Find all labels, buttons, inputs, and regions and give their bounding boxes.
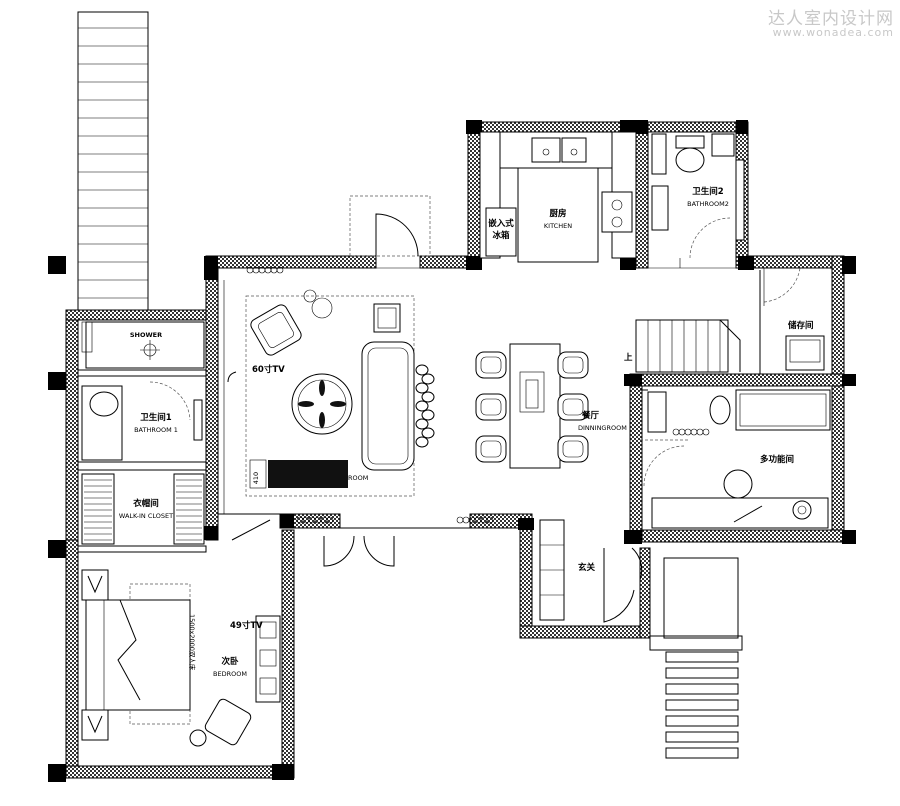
- cushion: [421, 373, 435, 385]
- shower-label: SHOWER: [130, 331, 162, 339]
- bed-size-label: 1500x2000双人床: [188, 614, 197, 671]
- pebble-cushions: [415, 364, 435, 448]
- coffee-table: [291, 373, 353, 435]
- dining-label: 餐厅: [581, 410, 600, 421]
- cushion: [421, 427, 435, 439]
- dining-chair: [557, 351, 589, 379]
- bathroom2-label-en: BATHROOM2: [687, 200, 729, 208]
- radiator-fin: [672, 428, 680, 436]
- cushion: [415, 436, 429, 448]
- closet-label-en: WALK-IN CLOSET: [119, 512, 173, 520]
- living-room-label: ROOM: [348, 474, 368, 482]
- bedroom: 49寸TV 1500x2000双人床 次卧 BEDROOM: [81, 569, 281, 747]
- kitchen-label-en: KITCHEN: [544, 222, 572, 230]
- radiator-fin: [702, 428, 710, 436]
- watermark-url: www.wonadea.com: [772, 26, 894, 39]
- radiator-fin: [276, 266, 284, 274]
- sofa-icon: [361, 341, 415, 471]
- chair-seat: [562, 356, 584, 374]
- radiator-fin: [678, 428, 686, 436]
- living-room: 410 ROOM 60寸TV: [227, 289, 435, 497]
- interior-partitions: [77, 258, 761, 553]
- cushion: [421, 391, 435, 403]
- exterior-walls: [65, 121, 845, 779]
- storage-room: 储存间: [763, 267, 825, 371]
- stair-step: [665, 683, 739, 695]
- cushion: [415, 400, 429, 412]
- radiator-fin: [326, 516, 334, 524]
- living-south-door: [323, 535, 395, 567]
- shower: SHOWER: [81, 321, 205, 369]
- stair-step: [665, 731, 739, 743]
- bathroom2-label: 卫生间2: [692, 186, 724, 197]
- tv60-label: 60寸TV: [252, 364, 285, 375]
- dining-chair: [475, 393, 507, 421]
- chair-seat: [480, 356, 502, 374]
- watermark-text: 达人室内设计网: [768, 9, 894, 29]
- dining-chair: [557, 435, 589, 463]
- radiator-fin: [696, 428, 704, 436]
- stair-step: [665, 699, 739, 711]
- storage-label: 储存间: [787, 320, 814, 331]
- bedroom-door: [231, 519, 271, 541]
- interior-stairs: 上: [624, 319, 741, 373]
- north-door: [349, 195, 431, 257]
- multifunction-room: 多功能间: [640, 389, 831, 529]
- dim-410: 410: [252, 472, 260, 484]
- entry-foyer: 玄关: [539, 519, 643, 623]
- tv49-label: 49寸TV: [230, 620, 263, 631]
- chair-seat: [480, 398, 502, 416]
- bathroom-1: 卫生间1 BATHROOM 1: [81, 381, 203, 461]
- stair-step: [665, 667, 739, 679]
- stair-up-label: 上: [624, 352, 633, 363]
- walk-in-closet: 衣帽间 WALK-IN CLOSET: [81, 473, 205, 545]
- dining-chair: [475, 435, 507, 463]
- dining-chair: [557, 393, 589, 421]
- fridge-label: 嵌入式: [488, 218, 514, 229]
- south-porch: [649, 557, 743, 759]
- radiators: [246, 266, 710, 524]
- bathroom1-label: 卫生间1: [140, 412, 172, 423]
- dining-label-en: DINNINGROOM: [578, 424, 627, 432]
- entry-label: 玄关: [578, 562, 596, 573]
- radiator-fin: [456, 516, 464, 524]
- bedroom-label: 次卧: [221, 656, 239, 667]
- bathroom1-label-en: BATHROOM 1: [134, 426, 178, 434]
- radiator-fin: [486, 516, 494, 524]
- cushion: [415, 418, 429, 430]
- tv-cabinet: [249, 459, 348, 489]
- structural-columns: [48, 120, 856, 782]
- armchair-icon: [250, 304, 302, 356]
- dining-chair: [475, 351, 507, 379]
- stair-step: [665, 747, 739, 759]
- radiator-fin: [684, 428, 692, 436]
- bedroom-label-en: BEDROOM: [213, 670, 247, 678]
- stair-step: [665, 715, 739, 727]
- radiator-fin: [690, 428, 698, 436]
- exterior-stairs-north: [77, 11, 149, 313]
- bathroom-2: 卫生间2 BATHROOM2: [651, 133, 745, 259]
- chair-seat: [480, 440, 502, 458]
- kitchen: 厨房 KITCHEN 嵌入式 冰箱: [479, 131, 637, 263]
- cushion: [415, 364, 429, 376]
- cushion: [421, 409, 435, 421]
- chair-seat: [562, 398, 584, 416]
- dining-room: 餐厅 DINNINGROOM: [475, 343, 627, 469]
- chair-seat: [562, 440, 584, 458]
- closet-label: 衣帽间: [133, 498, 159, 509]
- radiator-fin: [462, 516, 470, 524]
- cushion: [415, 382, 429, 394]
- fridge-label-2: 冰箱: [492, 230, 510, 241]
- kitchen-label: 厨房: [549, 208, 566, 219]
- multifunction-label: 多功能间: [760, 454, 794, 465]
- stair-step: [665, 651, 739, 663]
